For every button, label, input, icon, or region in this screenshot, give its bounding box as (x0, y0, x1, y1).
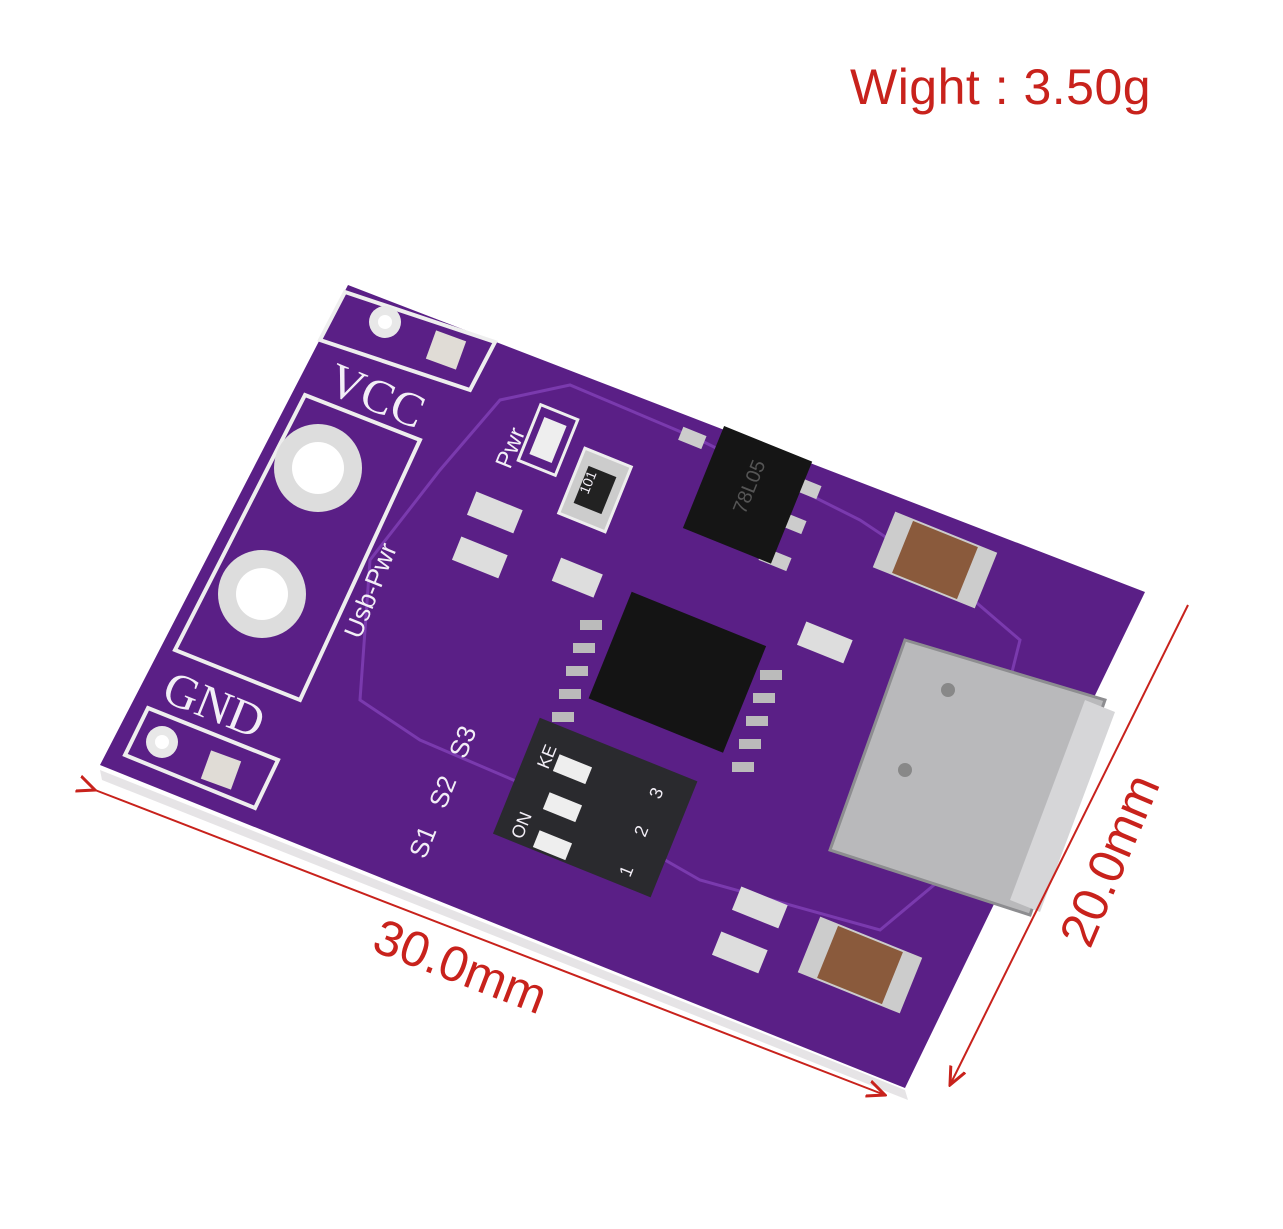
width-dimension-line (950, 604, 1189, 1085)
voltage-regulator: 78L05 (678, 426, 822, 572)
capacitor-top (872, 511, 998, 609)
resistor: 101 (556, 446, 634, 534)
main-ic (552, 591, 782, 772)
vcc-header (317, 289, 498, 393)
weight-label: Wight : 3.50g (850, 59, 1152, 115)
pwr-led (516, 402, 580, 478)
usb-pwr-box (172, 392, 423, 703)
usb-c-connector (828, 638, 1115, 917)
length-dimension-line (95, 790, 885, 1095)
